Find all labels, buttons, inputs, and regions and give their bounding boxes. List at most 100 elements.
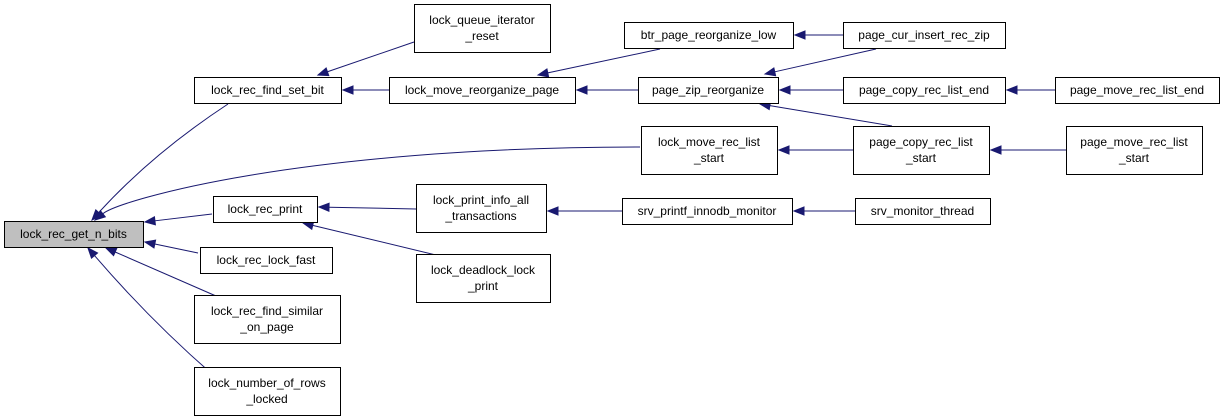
edge-line (94, 255, 213, 375)
edge-line (154, 243, 199, 254)
node-box[interactable] (414, 4, 551, 53)
node-pzr[interactable]: page_zip_reorganize (638, 77, 779, 104)
node-label: _start (693, 151, 725, 165)
node-label: lock_rec_find_set_bit (211, 83, 324, 97)
node-label: page_cur_insert_rec_zip (858, 28, 990, 42)
arrow-head-icon (793, 30, 806, 40)
node-box[interactable] (194, 295, 341, 344)
edge-line (102, 146, 641, 215)
node-label: lock_rec_get_n_bits (20, 227, 127, 241)
arrow-head-icon (104, 247, 118, 257)
node-box[interactable] (416, 254, 551, 303)
arrow-head-icon (317, 202, 330, 212)
arrow-head-icon (87, 246, 99, 260)
edge-pcirz-pzr (763, 48, 877, 77)
node-box[interactable] (622, 198, 793, 225)
node-box[interactable] (194, 367, 341, 416)
node-label: lock_print_info_all (433, 193, 529, 207)
arrow-head-icon (575, 85, 588, 95)
edge-pcrls-lmrls (777, 145, 853, 155)
node-box[interactable] (624, 22, 794, 49)
edge-line (98, 103, 229, 213)
node-box[interactable] (641, 126, 778, 175)
node-label: lock_number_of_rows (208, 376, 325, 390)
node-lqir[interactable]: lock_queue_iterator_reset (414, 4, 551, 53)
node-box[interactable] (843, 22, 1006, 49)
edge-lrfsp-root (104, 247, 217, 297)
node-label: btr_page_reorganize_low (641, 28, 777, 42)
edge-line (312, 224, 441, 257)
arrow-head-icon (143, 239, 157, 249)
node-box[interactable] (638, 77, 779, 104)
node-box[interactable] (389, 77, 576, 104)
edge-fsb-root (91, 103, 229, 221)
edge-pcrle-pzr (778, 85, 843, 95)
node-lmrls[interactable]: lock_move_rec_list _start (641, 126, 778, 175)
edge-pmrle-pcrle (1005, 85, 1055, 95)
node-box[interactable] (843, 77, 1006, 104)
node-label: _print (467, 279, 499, 293)
arrow-head-icon (763, 67, 777, 77)
node-label: _locked (245, 392, 287, 406)
node-pmrls[interactable]: page_move_rec_list _start (1066, 126, 1203, 175)
node-box[interactable] (416, 184, 547, 233)
node-label: lock_rec_lock_fast (217, 253, 316, 267)
nodes-layer: lock_rec_get_n_bits lock_rec_find_set_bit… (4, 4, 1220, 416)
edge-bprl-lmrp (536, 48, 661, 78)
edge-pcirz-bprl (793, 30, 843, 40)
node-label: page_move_rec_list_end (1070, 83, 1204, 97)
node-pcrls[interactable]: page_copy_rec_list _start (853, 126, 990, 175)
node-bprl[interactable]: btr_page_reorganize_low (624, 22, 794, 49)
node-lnrl[interactable]: lock_number_of_rows _locked (194, 367, 341, 416)
node-smt[interactable]: srv_monitor_thread (855, 198, 991, 225)
node-label: page_copy_rec_list_end (859, 83, 989, 97)
node-label: _start (905, 151, 937, 165)
node-fsb[interactable]: lock_rec_find_set_bit (194, 77, 342, 104)
edge-lqir-fsb (316, 41, 415, 77)
node-pcirz[interactable]: page_cur_insert_rec_zip (843, 22, 1006, 49)
node-label: page_move_rec_list (1080, 135, 1188, 149)
node-box[interactable] (853, 126, 990, 175)
edge-lmrp-fsb (341, 85, 389, 95)
node-lpiat[interactable]: lock_print_info_all _transactions (416, 184, 547, 233)
node-label: _transactions (444, 209, 516, 223)
node-box[interactable] (194, 77, 342, 104)
arrow-head-icon (536, 68, 550, 78)
arrow-head-icon (143, 216, 156, 226)
node-box[interactable] (1066, 126, 1203, 175)
node-box[interactable] (4, 221, 144, 248)
node-label: page_copy_rec_list (869, 135, 973, 149)
arrow-head-icon (989, 145, 1002, 155)
node-label: srv_monitor_thread (871, 204, 974, 218)
edge-lmrls-root (93, 146, 641, 221)
node-root[interactable]: lock_rec_get_n_bits (4, 221, 144, 248)
node-box[interactable] (1055, 77, 1220, 104)
arrow-head-icon (778, 85, 791, 95)
edge-lpiat-lrp (317, 202, 417, 212)
node-label: _start (1118, 151, 1150, 165)
arrow-head-icon (316, 67, 330, 77)
arrow-head-icon (1005, 85, 1018, 95)
arrow-head-icon (546, 206, 559, 216)
edge-smt-spim (792, 206, 855, 216)
edge-pmrls-pcrls (989, 145, 1066, 155)
edge-line (774, 48, 877, 73)
node-spim[interactable]: srv_printf_innodb_monitor (622, 198, 793, 225)
node-pmrle[interactable]: page_move_rec_list_end (1055, 77, 1220, 104)
node-lrfsp[interactable]: lock_rec_find_similar_on_page (194, 295, 341, 344)
node-lrlf[interactable]: lock_rec_lock_fast (200, 247, 333, 274)
node-lmrp[interactable]: lock_move_reorganize_page (389, 77, 576, 104)
edge-spim-lpiat (546, 206, 622, 216)
node-box[interactable] (200, 247, 333, 274)
edge-line (328, 206, 417, 210)
node-box[interactable] (213, 196, 318, 223)
node-box[interactable] (855, 198, 991, 225)
node-label: lock_move_rec_list (658, 135, 761, 149)
node-label: lock_move_reorganize_page (405, 83, 559, 97)
node-lrp[interactable]: lock_rec_print (213, 196, 318, 223)
arrow-head-icon (93, 209, 107, 221)
node-label: lock_rec_find_similar (211, 304, 323, 318)
node-pcrle[interactable]: page_copy_rec_list_end (843, 77, 1006, 104)
node-ldlp[interactable]: lock_deadlock_lock_print (416, 254, 551, 303)
